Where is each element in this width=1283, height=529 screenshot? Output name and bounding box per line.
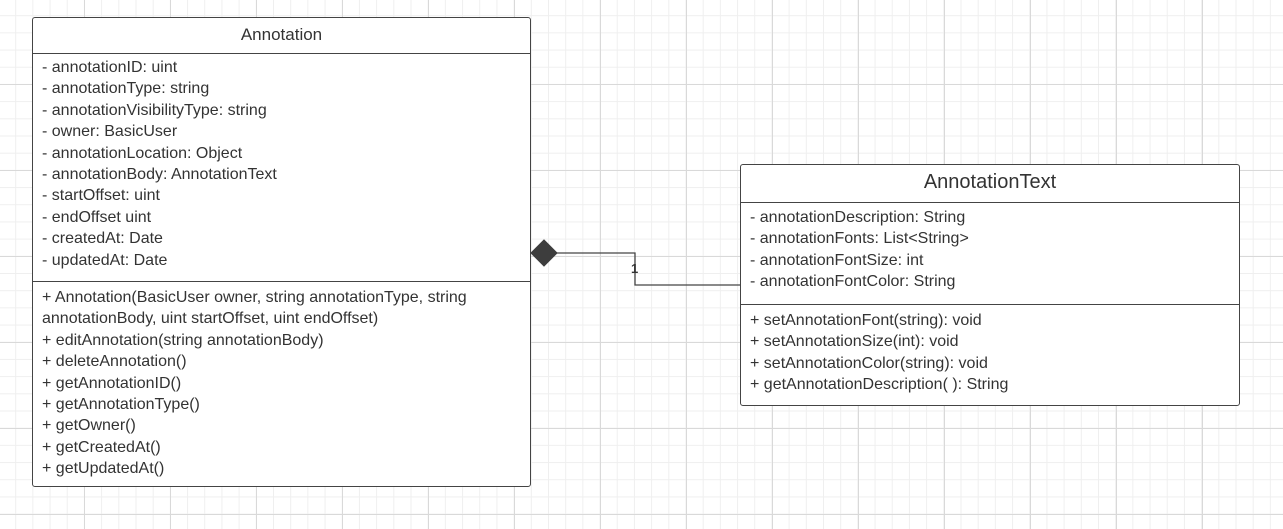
operation: + setAnnotationSize(int): void — [750, 333, 959, 351]
class-name: AnnotationText — [741, 165, 1239, 203]
attributes-section: - annotationDescription: String - annota… — [741, 203, 1239, 305]
class-name: Annotation — [33, 18, 530, 54]
attribute: - annotationFonts: List<String> — [750, 230, 969, 248]
operation: + setAnnotationFont(string): void — [750, 312, 982, 329]
attributes-section: - annotationID: uint - annotationType: s… — [33, 54, 530, 282]
composition-diamond — [530, 239, 558, 267]
operation: + getCreatedAt() — [42, 438, 161, 456]
attribute: - updatedAt: Date — [42, 251, 168, 269]
operation: + setAnnotationColor(string): void — [750, 354, 988, 372]
class-annotation[interactable]: Annotation - annotationID: uint - annota… — [32, 17, 531, 487]
attribute: - endOffset uint — [42, 208, 152, 226]
operations-section: + Annotation(BasicUser owner, string ann… — [33, 282, 530, 480]
operation: + editAnnotation(string annotationBody) — [42, 331, 324, 349]
operation: + getOwner() — [42, 417, 136, 435]
operation: + Annotation(BasicUser owner, string ann… — [42, 289, 467, 328]
operation: + deleteAnnotation() — [42, 353, 187, 371]
attribute: - createdAt: Date — [42, 230, 163, 248]
multiplicity-label: 1 — [631, 261, 638, 276]
attribute: - annotationVisibilityType: string — [42, 101, 267, 119]
attribute: - owner: BasicUser — [42, 123, 178, 141]
attribute: - annotationFontColor: String — [750, 273, 956, 291]
attribute: - annotationDescription: String — [750, 209, 966, 226]
attribute: - annotationLocation: Object — [42, 144, 243, 162]
attribute: - annotationType: string — [42, 80, 210, 98]
attribute: - annotationBody: AnnotationText — [42, 166, 277, 184]
operation: + getUpdatedAt() — [42, 460, 165, 478]
operation: + getAnnotationID() — [42, 374, 182, 392]
attribute: - startOffset: uint — [42, 187, 160, 205]
composition-line — [556, 252, 740, 286]
attribute: - annotationID: uint — [42, 59, 178, 76]
operations-section: + setAnnotationFont(string): void + setA… — [741, 305, 1239, 396]
class-annotation-text[interactable]: AnnotationText - annotationDescription: … — [740, 164, 1240, 406]
operation: + getAnnotationType() — [42, 396, 200, 414]
operation: + getAnnotationDescription( ): String — [750, 376, 1009, 394]
attribute: - annotationFontSize: int — [750, 251, 924, 269]
